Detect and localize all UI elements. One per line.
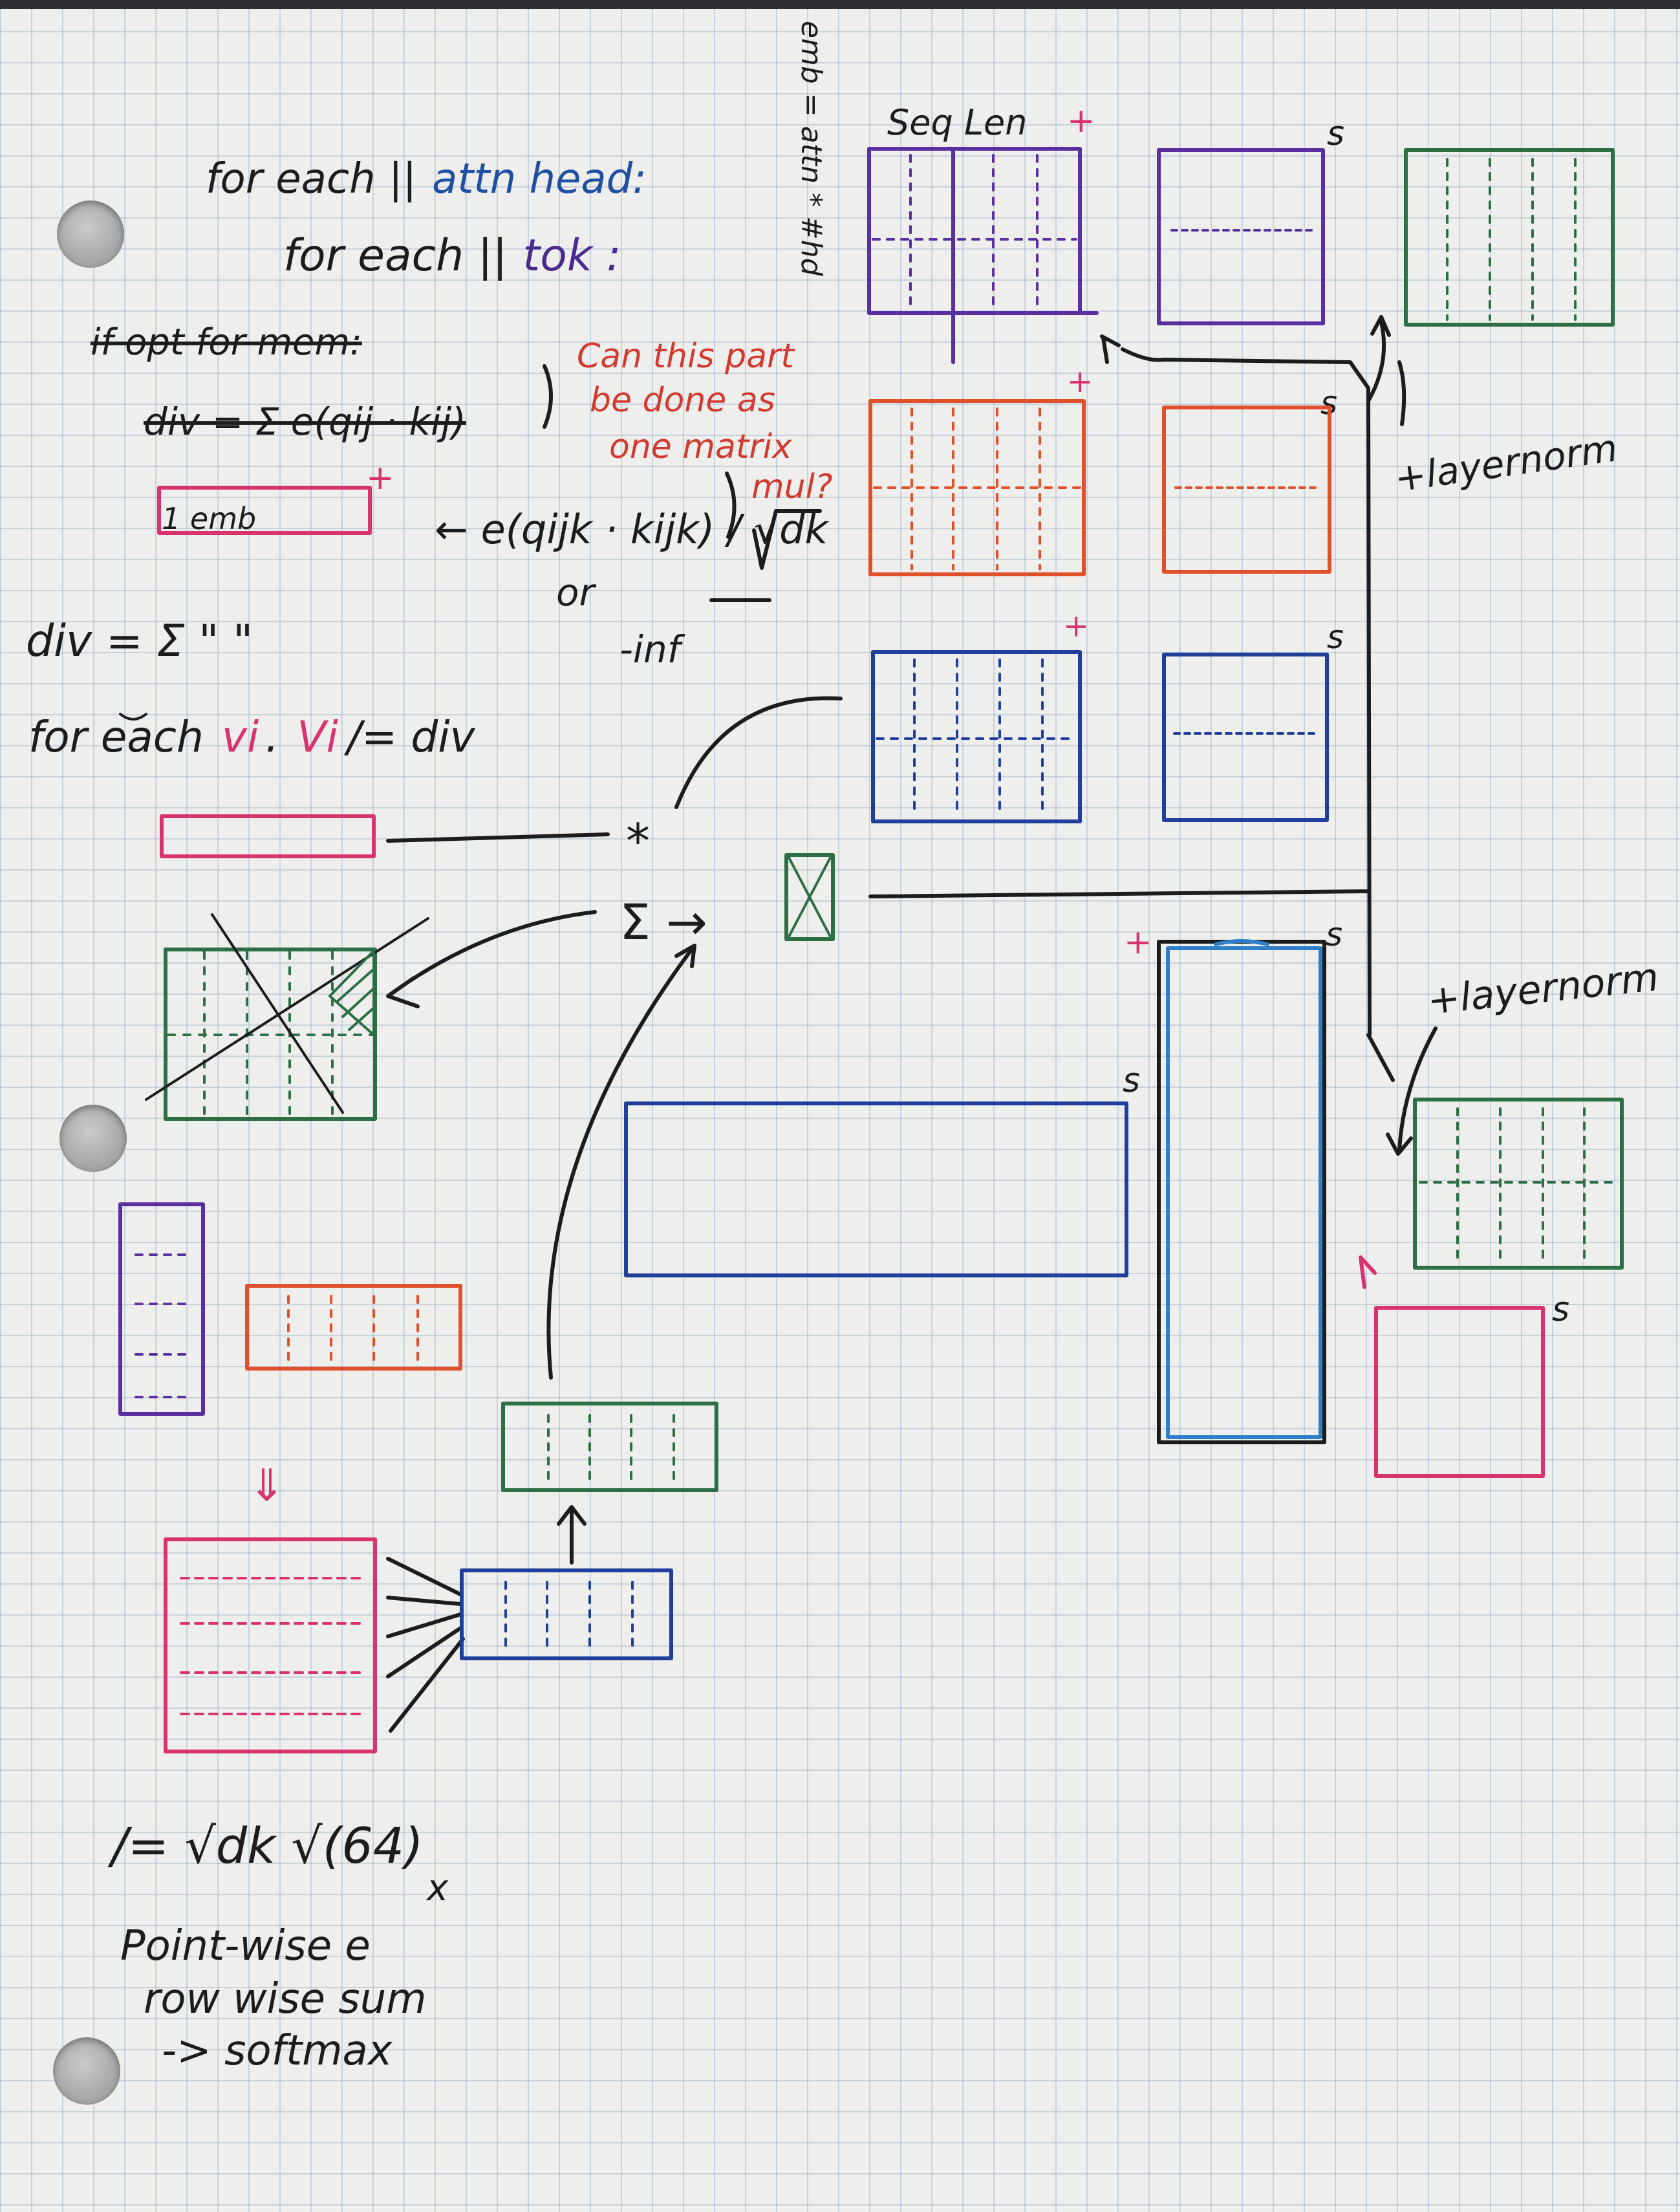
sqrt-stroke (709, 472, 822, 602)
or-label: or (556, 570, 596, 614)
s-mark: s (1326, 916, 1342, 953)
layernorm-label-top: +layernorm (1392, 426, 1620, 501)
div-sum-formula: div = Σ " " (26, 616, 253, 667)
residual-connector (868, 334, 1395, 1082)
layernorm-pointer-top (1397, 360, 1406, 426)
opt-mem-note: if opt for mem: (91, 321, 362, 363)
s-mark: s (1552, 1290, 1569, 1329)
neg-inf-label: -inf (619, 627, 685, 671)
s-mark: s (1327, 618, 1344, 656)
value-weight-matrix (871, 650, 1082, 823)
exp-term-formula: ← e(qijk · kijk) / √dk (435, 506, 829, 553)
plus-mark: + (1067, 363, 1093, 400)
underline-stroke (119, 713, 147, 721)
emb-attn-heads-vertical-label: emb = attn * #hd (795, 21, 828, 277)
attn-score-matrix-crossed (145, 913, 429, 1121)
score-matrix-pink (164, 1537, 377, 1753)
layernorm-output-matrix-right (1413, 1098, 1624, 1270)
s-mark: s (1123, 1061, 1140, 1100)
layernorm-output-matrix-top (1404, 148, 1615, 327)
binder-hole-middle (59, 1105, 127, 1172)
key-weight-matrix (868, 399, 1086, 576)
key-bias-matrix (1162, 406, 1331, 574)
seq-len-label: Seq Len (887, 102, 1027, 143)
loop-tok-label: for each ||tok : (283, 230, 621, 281)
emb-row-vector (157, 486, 372, 535)
svg-text:Point-wise e: Point-wise e (120, 1922, 371, 1970)
query-bias-matrix (1157, 148, 1325, 325)
layernorm-arrow-right (1386, 1026, 1438, 1156)
output-cell (784, 853, 835, 941)
fan-in-lines (386, 1557, 465, 1733)
svg-text:mul?: mul? (751, 468, 833, 506)
value-bias-matrix (1162, 653, 1329, 822)
up-arrow (557, 1505, 587, 1565)
key-row-vector (245, 1284, 462, 1371)
sum-to-matrix-arrow (386, 910, 597, 1008)
svg-text:Can this part: Can this part (577, 337, 795, 376)
plus-mark: + (1063, 608, 1089, 644)
svg-text:x: x (425, 1867, 449, 1909)
layernorm-arrow-top (1366, 315, 1391, 403)
softmax-note: Point-wise e x row wise sum -> softmax (120, 1867, 449, 2075)
value-matrix-wide (624, 1101, 1128, 1277)
paper-top-edge (0, 0, 1680, 9)
ffn-output-matrix (1374, 1306, 1545, 1478)
ffn-arrow (1359, 1255, 1377, 1289)
row-to-sum-arrow (546, 944, 696, 1380)
sum-arrow: Σ → (619, 893, 707, 951)
ffn-tall-matrix (1157, 939, 1326, 1444)
v-to-star-line (386, 832, 610, 843)
paren-stroke (543, 364, 553, 429)
plus-mark: + (1067, 102, 1095, 140)
svg-text:one matrix: one matrix (609, 428, 793, 466)
down-double-arrow: ⇓ (248, 1460, 285, 1512)
svg-text:row wise sum: row wise sum (144, 1975, 427, 2023)
value-to-star-curve (674, 696, 843, 809)
s-mark: s (1327, 114, 1344, 153)
emb-box-label: 1 emb (162, 501, 256, 536)
plus-mark: + (1124, 923, 1152, 962)
div-crossed-formula: div = Σ e(qij · kij) (144, 400, 466, 444)
multiply-star: * (626, 814, 650, 869)
scale-note: /= √dk √(64) (107, 1817, 424, 1874)
query-weight-matrix (867, 147, 1099, 364)
svg-text:be done as: be done as (590, 381, 775, 420)
loop-head-label: for each ||attn head: (206, 155, 647, 203)
v-row-vector (160, 814, 376, 858)
binder-hole-top (57, 201, 124, 268)
softmax-output-row (460, 1568, 673, 1660)
question-note: Can this part be done as one matrix mul? (577, 337, 833, 506)
layernorm-label-right: +layernorm (1425, 955, 1661, 1024)
weights-row-vector (501, 1402, 718, 1492)
binder-hole-bottom (53, 2037, 120, 2105)
svg-text:-> softmax: -> softmax (162, 2027, 393, 2075)
query-column-vector (118, 1202, 205, 1416)
